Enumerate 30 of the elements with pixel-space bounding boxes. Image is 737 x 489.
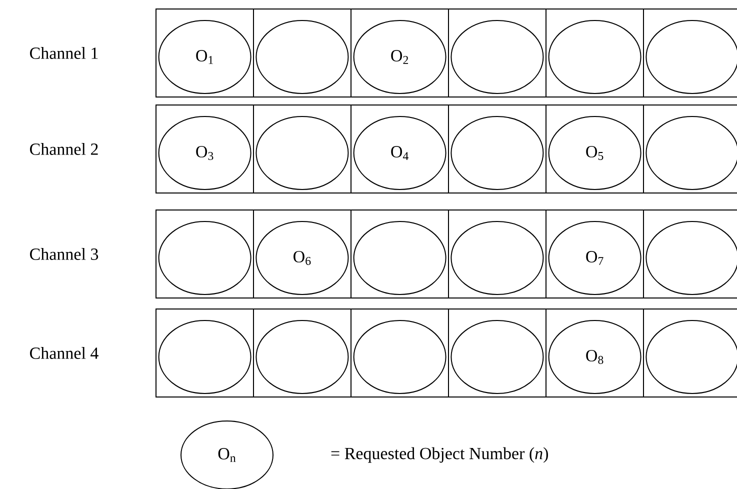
object-slot: O$_{1}$ — [158, 20, 252, 94]
object-slot — [646, 320, 737, 394]
object-slot — [450, 20, 544, 94]
legend-key: O$_{n}$ — [180, 420, 274, 489]
object-slot — [256, 320, 349, 394]
object-slot: O$_{4}$ — [353, 116, 446, 190]
object-slot — [353, 320, 446, 394]
node-label: Channel 2 — [30, 143, 98, 155]
object-slot — [353, 220, 446, 295]
node-label: Channel 3 — [30, 248, 98, 260]
node-label: Channel 1 — [30, 47, 98, 59]
legend-text: = Requested Object Number (n) — [331, 447, 548, 463]
node-label: Channel 4 — [30, 347, 98, 359]
object-slot: O$_{5}$ — [548, 116, 642, 190]
object-slot — [450, 116, 544, 190]
object-slot — [158, 220, 252, 295]
object-slot — [646, 20, 737, 94]
object-slot: O$_{7}$ — [548, 220, 642, 295]
object-slot: O$_{3}$ — [158, 116, 252, 190]
object-slot: O$_{8}$ — [548, 320, 642, 394]
object-slot — [646, 116, 737, 190]
object-slot — [450, 220, 544, 295]
object-slot — [450, 320, 544, 394]
object-slot — [256, 20, 349, 94]
object-slot: O$_{2}$ — [353, 20, 446, 94]
object-slot — [158, 320, 252, 394]
object-slot: O$_{6}$ — [256, 220, 349, 295]
object-slot — [256, 116, 349, 190]
object-slot — [548, 20, 642, 94]
object-slot — [646, 220, 737, 295]
